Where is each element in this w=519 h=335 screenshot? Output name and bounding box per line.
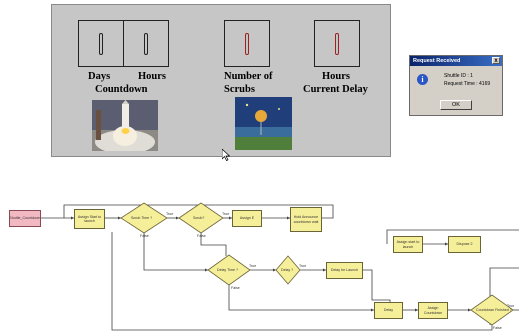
assign-e-module[interactable]: Assign E	[232, 210, 262, 227]
countdown-label: Countdown	[95, 84, 148, 95]
number-of-label: Number of	[224, 71, 273, 82]
decision-scrub[interactable]	[178, 202, 224, 234]
hours-label: Hours	[138, 71, 167, 82]
info-icon: i	[417, 74, 428, 85]
decision-delay[interactable]	[275, 255, 301, 285]
create-module-shuttle-countdown[interactable]: Shuttle_Countdown	[9, 210, 41, 227]
digit-segment	[144, 32, 148, 55]
dashboard-panel: Days Hours Countdown Number of Scrubs Ho…	[51, 4, 391, 157]
close-button[interactable]: x	[492, 57, 500, 64]
delay-digit-display	[314, 20, 360, 67]
true-port-label: True	[166, 212, 174, 216]
current-delay-label: Current Delay	[303, 84, 368, 95]
hours-delay-label: Hours	[322, 71, 351, 82]
assign-start-launch-module[interactable]: Assign Start to launch	[74, 209, 105, 229]
ok-button[interactable]: OK	[440, 100, 472, 110]
true-port-label: True	[222, 212, 230, 216]
delay-module[interactable]: Delay	[374, 302, 403, 319]
delay-for-launch-module[interactable]: Delay for Launch	[326, 262, 363, 279]
decision-label: Countdown Finished ?	[476, 308, 512, 312]
false-port-label: False	[140, 234, 149, 238]
decision-scrub-time[interactable]	[120, 202, 168, 234]
days-label: Days	[88, 71, 111, 82]
days-digit-display	[78, 20, 124, 67]
assign-start-to-launch-module[interactable]: Assign start to launch	[393, 236, 423, 253]
false-port-label: False	[493, 326, 502, 330]
decision-label: Delay Time ?	[217, 268, 238, 272]
decision-label: Scrub?	[193, 216, 205, 220]
false-port-label: False	[197, 234, 206, 238]
decision-delay-time[interactable]	[207, 254, 251, 286]
shuttle-id-text: Shuttle ID : 1	[444, 73, 473, 79]
true-port-label: True	[249, 264, 257, 268]
dialog-title: Request Received	[413, 58, 461, 64]
assign-countdown-module[interactable]: Assign Countdown	[418, 302, 448, 319]
digit-segment	[245, 32, 249, 55]
false-port-label: False	[231, 286, 240, 290]
mouse-cursor-icon	[222, 149, 230, 161]
request-received-dialog: Request Received x i Shuttle ID : 1 Requ…	[409, 55, 503, 116]
digit-segment	[335, 32, 339, 55]
true-port-label: True	[299, 264, 307, 268]
scrubs-label: Scrubs	[224, 84, 255, 95]
shuttle-launch-photo	[92, 100, 158, 151]
decision-label: Delay ?	[281, 268, 294, 272]
digit-segment	[99, 32, 103, 55]
hours-digit-display	[123, 20, 169, 67]
decision-label: Scrub Time ?	[131, 216, 153, 220]
request-time-text: Request Time : 4169	[444, 81, 491, 87]
true-port-label: True	[507, 304, 515, 308]
dispose-module[interactable]: Dispose 2	[448, 236, 481, 253]
decision-countdown-finished[interactable]	[470, 294, 514, 326]
scrubs-digit-display	[224, 20, 270, 67]
balloon-photo	[235, 97, 292, 150]
hold-announce-module[interactable]: Hold Announce countdown wait	[290, 207, 322, 232]
dialog-titlebar: Request Received x	[410, 56, 502, 66]
